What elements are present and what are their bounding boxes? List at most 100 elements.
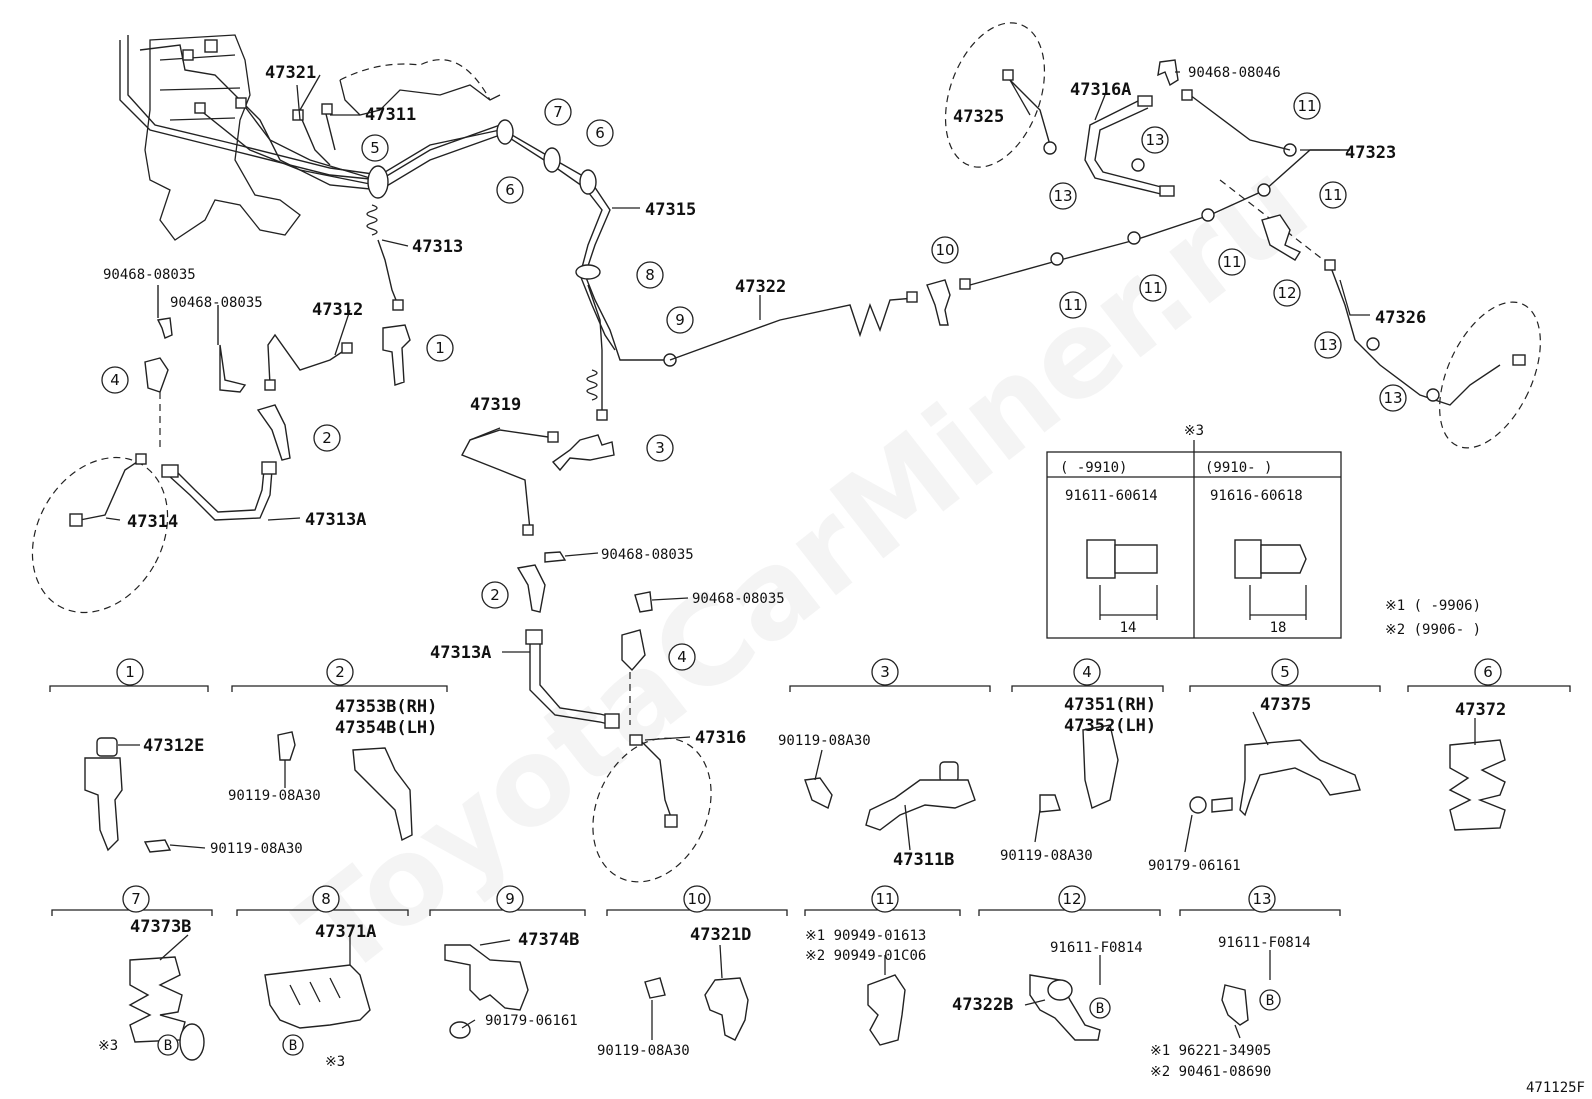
detail-bracket-3 (804, 761, 976, 831)
bracket-3-top (551, 434, 615, 472)
clamp-5-top (367, 165, 389, 199)
callout-c3-text: 3 (655, 439, 665, 457)
label-90119-08A30-a: 90119-08A30 (210, 841, 303, 857)
section-s7-ring (122, 885, 150, 913)
section-s9: 9 (496, 885, 524, 913)
bolt-mark-b4-text: B (1266, 993, 1274, 1009)
section-s13-ring (1248, 885, 1276, 913)
section-s7: 7 (122, 885, 150, 913)
label-90468-08035-d: 90468-08035 (692, 591, 785, 607)
callout-c11b-text: 11 (1323, 186, 1342, 204)
section-s2: 2 (326, 658, 354, 686)
label-90461-08690: ※2 90461-08690 (1150, 1064, 1271, 1080)
callout-c13a-text: 13 (1145, 131, 1164, 149)
bolt-mark-b1: B (157, 1034, 179, 1056)
section-s10: 10 (683, 885, 711, 913)
table-col2-dim: 18 (1270, 620, 1287, 636)
legend-note-2: ※2 (9906- ) (1385, 622, 1481, 638)
callout-c10: 10 (931, 236, 959, 264)
spring-47313 (366, 204, 404, 311)
label-90949-01C06: ※2 90949-01C06 (805, 948, 926, 964)
clip-90468-08035-left (156, 285, 173, 339)
detail-bracket-2 (277, 731, 413, 842)
detail-47321D (644, 977, 749, 1041)
detail-clip-11 (867, 974, 906, 1046)
callout-c10-ring (931, 236, 959, 264)
callout-c8-ring (636, 261, 664, 289)
callout-c3: 3 (646, 434, 674, 462)
section-s6: 6 (1474, 658, 1502, 686)
section-s4-text: 4 (1082, 663, 1092, 681)
section-s9-text: 9 (505, 890, 515, 908)
label-47322: 47322 (735, 277, 786, 297)
section-s2-text: 2 (335, 663, 345, 681)
callout-c7: 7 (544, 98, 572, 126)
label-90179-06161-b: 90179-06161 (485, 1013, 578, 1029)
callout-c7-ring (544, 98, 572, 126)
callout-c2b-text: 2 (490, 586, 500, 604)
section-s2-ring (326, 658, 354, 686)
table-col1-dim: 14 (1120, 620, 1137, 636)
label-90119-08A30-c: 90119-08A30 (778, 733, 871, 749)
label-47325: 47325 (953, 107, 1004, 127)
detail-bracket-4 (1039, 724, 1119, 813)
callout-c6b: 6 (586, 119, 614, 147)
callout-c1-text: 1 (435, 339, 445, 357)
callout-c13a-ring (1141, 126, 1169, 154)
callout-c4b-text: 4 (677, 648, 687, 666)
bolt-mark-b3: B (1089, 997, 1111, 1019)
brake-pipe-47325 (944, 22, 1057, 168)
section-s11-ring (871, 885, 899, 913)
section-s1: 1 (116, 658, 144, 686)
callout-c1: 1 (426, 334, 454, 362)
label-47319: 47319 (470, 395, 521, 415)
section-s10-text: 10 (687, 890, 706, 908)
callout-c8-text: 8 (645, 266, 655, 284)
callout-c2a: 2 (313, 424, 341, 452)
section-s12: 12 (1058, 885, 1086, 913)
section-s6-text: 6 (1483, 663, 1493, 681)
callout-c11e-ring (1059, 291, 1087, 319)
bolt-mark-b2-text: B (289, 1038, 297, 1054)
hose-47313A-left (161, 461, 277, 521)
part-labels: 47321 47311 47313 47315 47322 47312 9046… (98, 63, 1506, 1080)
label-47315: 47315 (645, 200, 696, 220)
label-47354B: 47354B(LH) (335, 718, 437, 738)
section-s8: 8 (312, 885, 340, 913)
callout-c13d-ring (1379, 384, 1407, 412)
section-s13: 13 (1248, 885, 1276, 913)
label-47351: 47351(RH) (1064, 695, 1156, 715)
bolt-mark-b4-ring (1259, 989, 1281, 1011)
clip-90468-08035-d (634, 591, 653, 613)
clip-90468-08046 (1157, 59, 1179, 87)
callout-c10-text: 10 (935, 241, 954, 259)
hose-47316A (1084, 95, 1175, 197)
callout-c2b-ring (481, 581, 509, 609)
label-90179-06161-a: 90179-06161 (1148, 858, 1241, 874)
label-47352: 47352(LH) (1064, 716, 1156, 736)
bolt-mark-b4: B (1259, 989, 1281, 1011)
section-s7-text: 7 (131, 890, 141, 908)
section-s11-text: 11 (875, 890, 894, 908)
section-s3-ring (871, 658, 899, 686)
section-s12-ring (1058, 885, 1086, 913)
label-mark3-a: ※3 (98, 1038, 118, 1054)
label-47313A-left: 47313A (305, 510, 366, 530)
bracket-12 (1261, 214, 1302, 261)
callout-c4a-ring (101, 366, 129, 394)
detail-47322B (1029, 974, 1101, 1041)
label-47314: 47314 (127, 512, 178, 532)
label-90468-08035-b: 90468-08035 (170, 295, 263, 311)
section-s13-text: 13 (1252, 890, 1271, 908)
callout-c11c-ring (1218, 248, 1246, 276)
callout-c11b: 11 (1319, 181, 1347, 209)
hose-47313A-center (525, 629, 620, 729)
brake-pipe-47314 (31, 453, 169, 614)
section-s1-ring (116, 658, 144, 686)
section-s5: 5 (1271, 658, 1299, 686)
legend-notes: ※1 ( -9906) ※2 (9906- ) (1385, 598, 1481, 638)
label-47321D: 47321D (690, 925, 751, 945)
section-s4-ring (1073, 658, 1101, 686)
